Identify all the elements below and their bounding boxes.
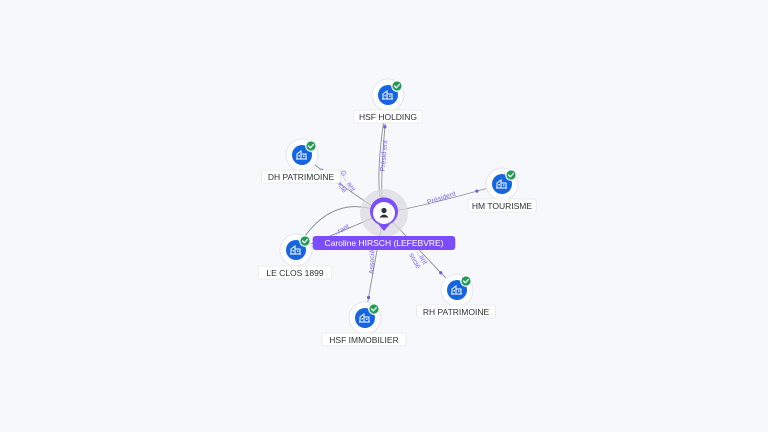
node-label-hm-tourisme[interactable]: HM TOURISME (467, 198, 537, 213)
node-label-text: DH PATRIMOINE (268, 172, 335, 182)
company-node-hm-tourisme[interactable]: HM TOURISME (467, 167, 537, 213)
edge-arrow-rh-patrimoine (439, 271, 443, 275)
edge-arrow-hm-tourisme (475, 189, 479, 193)
node-label-hsf-holding[interactable]: HSF HOLDING (353, 109, 423, 124)
verified-check-icon (391, 80, 403, 92)
edge-label-rh-patrimoine: ...antsocié (407, 248, 428, 270)
node-label-text: HSF IMMOBILIER (329, 335, 398, 345)
company-node-hsf-holding[interactable]: HSF HOLDING (353, 78, 423, 124)
building-icon (382, 90, 393, 100)
node-label-text: RH PATRIMOINE (423, 307, 490, 317)
building-icon (359, 313, 370, 323)
center-person-node[interactable]: Caroline HIRSCH (LEFEBVRE) (312, 189, 456, 250)
verified-check-icon (305, 140, 317, 152)
edge-label-hsf-immobilier: Associé (369, 249, 377, 274)
edge-label-hsf-holding: Présid ent (380, 140, 390, 172)
edge-label-hm-tourisme: Président (426, 191, 456, 207)
verified-check-icon (368, 303, 380, 315)
edge-arrow-hsf-holding (383, 125, 387, 129)
node-label-dh-patrimoine[interactable]: DH PATRIMOINE (261, 169, 341, 184)
node-label-text: HM TOURISME (472, 201, 532, 211)
building-icon (451, 285, 462, 295)
node-label-le-clos-1899[interactable]: LE CLOS 1899 (257, 265, 333, 280)
building-icon (290, 245, 301, 255)
center-label[interactable]: Caroline HIRSCH (LEFEBVRE) (312, 236, 456, 250)
verified-check-icon (505, 169, 517, 181)
verified-check-icon (460, 275, 472, 287)
building-icon (296, 150, 307, 160)
node-label-text: HSF HOLDING (359, 112, 417, 122)
verified-check-icon (299, 235, 311, 247)
node-label-text: LE CLOS 1899 (266, 268, 323, 278)
person-icon (379, 207, 389, 218)
edge-arrow-hsf-immobilier (366, 295, 371, 300)
company-node-dh-patrimoine[interactable]: DH PATRIMOINE (261, 138, 341, 184)
company-node-hsf-immobilier[interactable]: HSF IMMOBILIER (321, 301, 407, 347)
company-node-rh-patrimoine[interactable]: RH PATRIMOINE (416, 273, 496, 319)
center-label-text: Caroline HIRSCH (LEFEBVRE) (324, 238, 443, 248)
company-node-le-clos-1899[interactable]: LE CLOS 1899 (257, 233, 333, 280)
building-icon (496, 179, 507, 189)
edge-label-le-clos-1899: ...rant (332, 223, 351, 238)
node-label-rh-patrimoine[interactable]: RH PATRIMOINE (416, 304, 496, 319)
nodes-layer[interactable]: HSF HOLDING DH PATRIMOINE HM TOURISME LE CL… (257, 78, 537, 347)
node-label-hsf-immobilier[interactable]: HSF IMMOBILIER (321, 332, 407, 347)
